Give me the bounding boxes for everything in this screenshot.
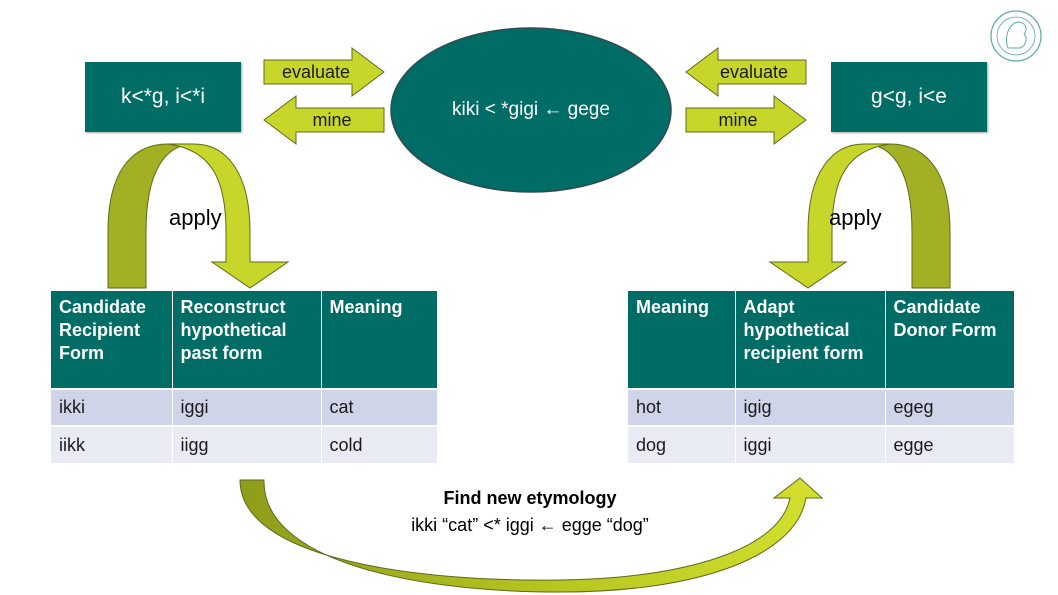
center-text: kiki < *gigi ← gege — [452, 99, 610, 120]
left-table-header: Meaning — [321, 291, 437, 389]
left-table: Candidate Recipient Form Reconstruct hyp… — [51, 291, 437, 463]
central-ellipse-label: kiki < *gigi ← gege — [391, 88, 671, 132]
table-cell: iigg — [172, 425, 322, 463]
left-evaluate-arrow — [263, 47, 385, 97]
right-mine-label: mine — [718, 109, 758, 130]
left-mine-arrow — [263, 95, 385, 145]
table-cell: iikk — [51, 425, 173, 463]
right-table-header: Adapt hypothetical recipient form — [735, 291, 886, 389]
left-apply-label: apply — [169, 205, 222, 230]
etymology-arrow — [239, 477, 824, 593]
table-cell: igig — [735, 388, 886, 426]
table-row: dog iggi egge — [628, 425, 1014, 463]
right-apply-label: apply — [829, 205, 882, 230]
etymology-block: Find new etymology ikki “cat” <* iggi ← … — [360, 488, 700, 536]
table-row: ikki iggi cat — [51, 388, 437, 426]
right-table-header: Meaning — [628, 291, 736, 389]
left-evaluate-label: evaluate — [281, 61, 351, 82]
table-cell: ikki — [51, 388, 173, 426]
left-apply-arrow — [107, 143, 290, 289]
table-cell: cat — [321, 388, 437, 426]
right-apply-arrow — [768, 143, 951, 289]
table-cell: egge — [885, 425, 1014, 463]
seal-logo-icon — [990, 10, 1042, 62]
table-cell: iggi — [172, 388, 322, 426]
right-evaluate-arrow — [685, 47, 807, 97]
right-mine-arrow — [685, 95, 807, 145]
right-rule-box: g<g, i<e — [831, 62, 987, 132]
table-cell: egeg — [885, 388, 1014, 426]
central-ellipse — [390, 27, 672, 193]
left-mine-label: mine — [312, 109, 352, 130]
etymology-title: Find new etymology — [443, 488, 617, 508]
left-table-header: Reconstruct hypothetical past form — [172, 291, 322, 389]
right-table-header: Candidate Donor Form — [885, 291, 1014, 389]
table-row: iikk iigg cold — [51, 425, 437, 463]
right-evaluate-label: evaluate — [719, 61, 789, 82]
left-rule-text: k<*g, i<*i — [120, 85, 206, 108]
table-cell: dog — [628, 425, 736, 463]
etymology-text: ikki “cat” <* iggi ← egge “dog” — [411, 515, 649, 535]
table-cell: hot — [628, 388, 736, 426]
table-cell: cold — [321, 425, 437, 463]
right-table: Meaning Adapt hypothetical recipient for… — [628, 291, 1014, 463]
right-rule-text: g<g, i<e — [871, 85, 947, 108]
left-rule-box: k<*g, i<*i — [85, 62, 241, 132]
left-table-header: Candidate Recipient Form — [51, 291, 173, 389]
table-cell: iggi — [735, 425, 886, 463]
table-row: hot igig egeg — [628, 388, 1014, 426]
